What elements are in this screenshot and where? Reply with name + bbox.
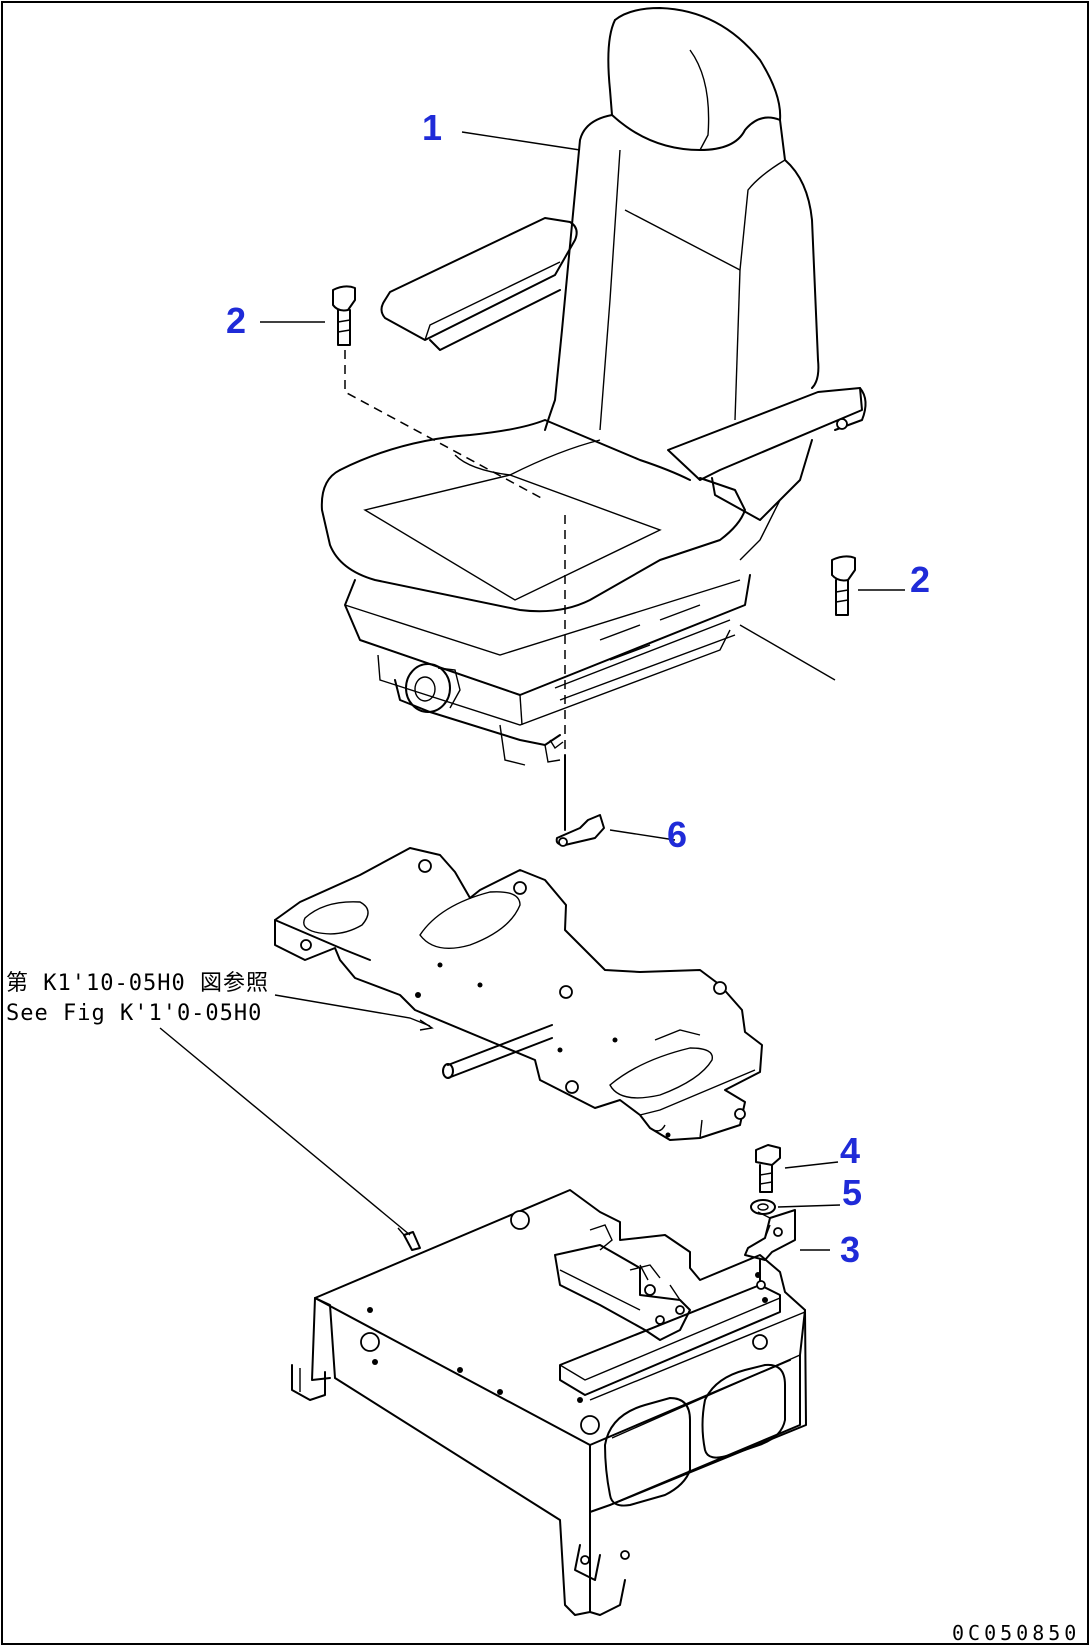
bolt-left (260, 285, 546, 501)
callout-4: 4 (840, 1130, 860, 1171)
seat-assembly (320, 7, 867, 766)
drawing-code: 0C050850 (952, 1621, 1080, 1645)
callout-3: 3 (840, 1229, 860, 1270)
callout-5: 5 (842, 1172, 862, 1213)
callout-2-left: 2 (226, 300, 246, 341)
bolt-4 (755, 1144, 839, 1193)
upper-plate (274, 847, 763, 1141)
reference-en: See Fig K'1'0-05H0 (6, 1001, 262, 1026)
bolt-right (831, 555, 905, 616)
seat-stand (291, 1189, 807, 1616)
washer-5 (750, 1199, 841, 1215)
reference-leader-lower (159, 1027, 411, 1236)
pin (555, 754, 676, 847)
reference-jp: 第 K1'10-05H0 図参照 (6, 971, 269, 996)
callout-6: 6 (667, 814, 687, 855)
callout-2-right: 2 (910, 559, 930, 600)
callout-1: 1 (422, 107, 442, 148)
bracket (744, 1209, 830, 1290)
reference-leader-upper (274, 994, 431, 1027)
